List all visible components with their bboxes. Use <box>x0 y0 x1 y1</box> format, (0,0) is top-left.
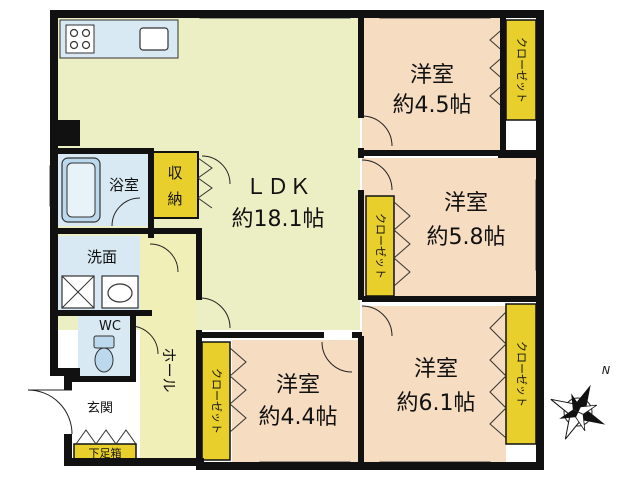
storage-label-1: 収 <box>167 164 182 182</box>
compass-north-label: N <box>602 364 610 377</box>
entrance-label: 玄関 <box>87 401 113 416</box>
bathtub-icon <box>61 157 101 223</box>
room3-floor <box>232 340 358 464</box>
room2-label: 洋室 <box>444 191 488 216</box>
hall-door-ldk[interactable] <box>199 297 231 329</box>
room2-size: 約5.8帖 <box>427 225 506 250</box>
room3-label: 洋室 <box>276 373 320 398</box>
hall-floor <box>140 228 196 460</box>
closet-label-room3: クローゼット <box>210 368 223 434</box>
storage-door <box>197 157 213 209</box>
room3-size: 約4.4帖 <box>259 405 338 430</box>
storage-label-2: 納 <box>167 190 182 208</box>
storage-closet <box>151 151 199 219</box>
washroom-door <box>149 243 179 273</box>
closet-room2 <box>365 195 411 297</box>
ldk-door-room2[interactable] <box>361 159 393 191</box>
stove-icon <box>65 24 95 54</box>
closet-room4 <box>489 303 537 445</box>
closet-label-room2: クローゼット <box>374 213 387 279</box>
closet-room1 <box>489 19 537 121</box>
closet-label-room1: クローゼット <box>515 37 528 103</box>
room4-door[interactable] <box>361 305 393 337</box>
wc-label: WC <box>99 319 121 334</box>
walls <box>50 10 544 470</box>
room1-label: 洋室 <box>410 63 454 88</box>
compass-icon <box>550 384 606 440</box>
ldk-size: 約18.1帖 <box>232 207 325 232</box>
room4-size: 約6.1帖 <box>397 391 476 416</box>
entrance-door[interactable] <box>27 389 73 435</box>
ldk-label: ＬＤＫ <box>245 175 311 200</box>
ldk-door-upper[interactable] <box>201 155 231 185</box>
room3-door[interactable] <box>321 341 353 373</box>
hall-label: ホール <box>160 347 178 392</box>
bath-door <box>111 197 141 227</box>
room4-floor <box>362 306 506 464</box>
toilet-icon <box>93 335 115 373</box>
ldk-door-room1[interactable] <box>361 115 393 147</box>
washing-machine-icon <box>61 275 95 309</box>
basin-icon <box>101 275 139 309</box>
room1-size: 約4.5帖 <box>393 93 472 118</box>
room4-label: 洋室 <box>414 357 458 382</box>
shoe-box-door <box>75 429 137 445</box>
sink-icon <box>139 27 169 51</box>
shoe-box-label: 下足箱 <box>89 446 122 460</box>
washroom-label: 洗面 <box>87 248 117 266</box>
closet-label-room4: クローゼット <box>515 341 528 407</box>
bath-label: 浴室 <box>109 176 139 194</box>
